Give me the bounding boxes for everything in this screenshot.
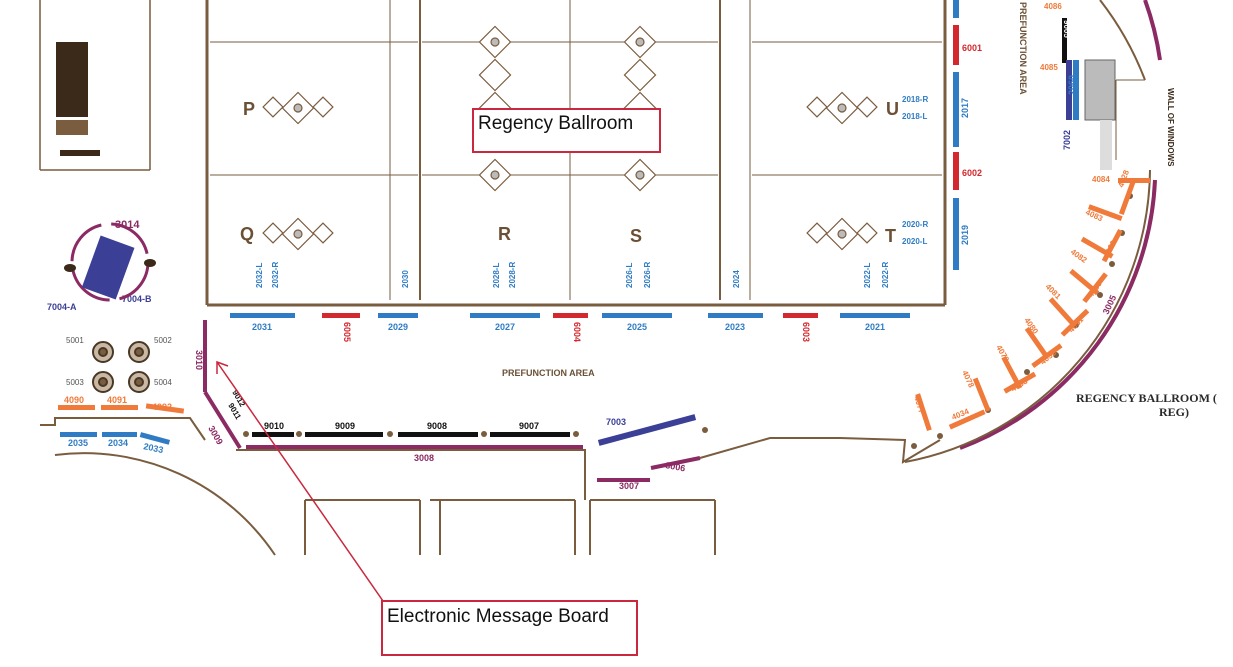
wall-of-windows-label: WALL OF WINDOWS: [1166, 88, 1175, 167]
label-3009: 3009: [206, 424, 225, 446]
regency-ballroom-callout: Regency Ballroom: [472, 108, 661, 153]
pillars: [243, 193, 1133, 449]
banner-2021: [840, 313, 910, 318]
electronic-message-board-callout: Electronic Message Board: [381, 600, 638, 656]
door-2020-l: 2020-L: [902, 237, 927, 246]
label-2035: 2035: [68, 438, 88, 448]
room-label-s: S: [630, 226, 642, 246]
label-2031: 2031: [252, 322, 272, 332]
purple-wall-banners: [203, 0, 1162, 482]
label-6001: 6001: [962, 43, 982, 53]
label-5004: 5004: [154, 378, 172, 387]
label-4090: 4090: [64, 395, 84, 405]
label-2019: 2019: [960, 225, 970, 245]
ballroom-walls: [205, 0, 947, 307]
label-4078: 4078: [960, 369, 976, 389]
label-3014: 3014: [115, 219, 140, 231]
label-2034: 2034: [108, 438, 128, 448]
label-2025: 2025: [627, 322, 647, 332]
door-2032-l: 2032-L: [255, 263, 264, 288]
room-label-r: R: [498, 224, 511, 244]
label-4086: 4086: [1044, 2, 1062, 11]
label-4092: 4092: [152, 402, 172, 412]
label-3006: 3006: [665, 460, 686, 473]
label-5001: 5001: [66, 336, 84, 345]
label-2021: 2021: [865, 322, 885, 332]
chandeliers: [262, 25, 878, 251]
label-2029: 2029: [388, 322, 408, 332]
banner-2029: [378, 313, 418, 318]
regency-ballroom-area-label: REGENCY BALLROOM (: [1076, 391, 1217, 405]
door-2028-l: 2028-L: [492, 263, 501, 288]
label-2027: 2027: [495, 322, 515, 332]
label-2017: 2017: [960, 98, 970, 118]
regency-ballroom-area-code: REG): [1159, 405, 1189, 419]
label-6003: 6003: [801, 322, 811, 342]
banner-2023: [708, 313, 763, 318]
label-7002: 7002: [1062, 130, 1072, 150]
label-5002: 5002: [154, 336, 172, 345]
left-orange-banners: [58, 403, 185, 414]
room-label-q: Q: [240, 224, 254, 244]
label-3007: 3007: [619, 481, 639, 491]
display-3014: [64, 222, 156, 302]
room-label-t: T: [885, 226, 896, 246]
label-4079: 4079: [994, 344, 1011, 364]
label-2060: 2060: [1067, 75, 1077, 95]
door-2026-r: 2026-R: [643, 262, 652, 288]
prefunction-area-label: PREFUNCTION AREA: [502, 368, 595, 378]
banner-2027: [470, 313, 540, 318]
prefunction-area-right-label: PREFUNCTION AREA: [1018, 2, 1028, 95]
escalator-block: [1084, 59, 1116, 170]
door-2020-r: 2020-R: [902, 220, 928, 229]
door-2024: 2024: [732, 270, 741, 288]
right-wall-banners: [953, 0, 959, 270]
door-2030: 2030: [401, 270, 410, 288]
label-9010: 9010: [264, 421, 284, 431]
label-4085: 4085: [1040, 63, 1058, 72]
label-6002: 6002: [962, 168, 982, 178]
black-banners: [252, 18, 1067, 437]
banner-2031: [230, 313, 295, 318]
door-2018-r: 2018-R: [902, 95, 928, 104]
label-9007: 9007: [519, 421, 539, 431]
door-2018-l: 2018-L: [902, 112, 927, 121]
label-9005: 9005: [1062, 20, 1071, 38]
label-3008: 3008: [414, 453, 434, 463]
bottom-red-banners: [322, 313, 818, 318]
label-9008: 9008: [427, 421, 447, 431]
room-label-p: P: [243, 99, 255, 119]
label-6004: 6004: [572, 322, 582, 342]
columns-5000: [92, 341, 150, 393]
label-7004-a: 7004-A: [47, 302, 77, 312]
label-4082: 4082: [1069, 247, 1089, 265]
label-7003: 7003: [606, 417, 626, 427]
restroom-block: [56, 42, 100, 156]
door-2028-r: 2028-R: [508, 262, 517, 288]
label-4084: 4084: [1092, 175, 1110, 184]
room-label-u: U: [886, 99, 899, 119]
banner-2025: [602, 313, 672, 318]
annotation-arrow: [216, 360, 384, 602]
label-2023: 2023: [725, 322, 745, 332]
label-4091: 4091: [107, 395, 127, 405]
door-2022-r: 2022-R: [881, 262, 890, 288]
navy-banners: [597, 60, 1079, 446]
label-2033: 2033: [143, 441, 165, 455]
bottom-blue-banners: [230, 313, 910, 318]
label-4077: 4077: [912, 395, 926, 415]
arc-orange-banners: [915, 178, 1150, 431]
label-7004-b: 7004-B: [122, 294, 152, 304]
label-5003: 5003: [66, 378, 84, 387]
outer-walls: [39, 0, 1151, 556]
door-2032-r: 2032-R: [271, 262, 280, 288]
label-9009: 9009: [335, 421, 355, 431]
left-blue-banners: [60, 432, 171, 445]
label-4080: 4080: [1022, 316, 1040, 336]
label-6005: 6005: [342, 322, 352, 342]
door-2026-l: 2026-L: [625, 263, 634, 288]
door-2022-l: 2022-L: [863, 263, 872, 288]
label-3010: 3010: [194, 350, 204, 370]
